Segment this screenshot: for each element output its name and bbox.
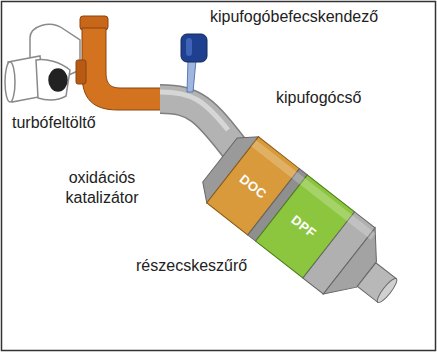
part-label: részecskeszűrő (136, 256, 247, 276)
elbow-pipe (82, 28, 166, 110)
turbo-inlet-end (5, 62, 15, 102)
turbo-housing (5, 24, 80, 102)
part-label: kipufogócső (276, 88, 361, 108)
part-label: turbófeltöltő (12, 113, 96, 133)
injector-shine (186, 38, 192, 56)
part-label: oxidációs katalizátor (52, 168, 152, 208)
injector-nozzle (187, 60, 196, 92)
elbow-clamp (76, 60, 86, 84)
turbo-scroll (36, 59, 70, 100)
turbo-elbow (76, 16, 166, 110)
part-label: kipufogóbefecskendező (210, 7, 378, 27)
injector-body (181, 34, 207, 62)
canister-highlight (251, 140, 376, 240)
outlet-end (375, 276, 400, 305)
exhaust-injector (181, 34, 207, 92)
turbo-opening (49, 69, 67, 91)
exhaust-pipe-highlight (160, 92, 228, 130)
aftertreatment-canister (194, 127, 416, 326)
